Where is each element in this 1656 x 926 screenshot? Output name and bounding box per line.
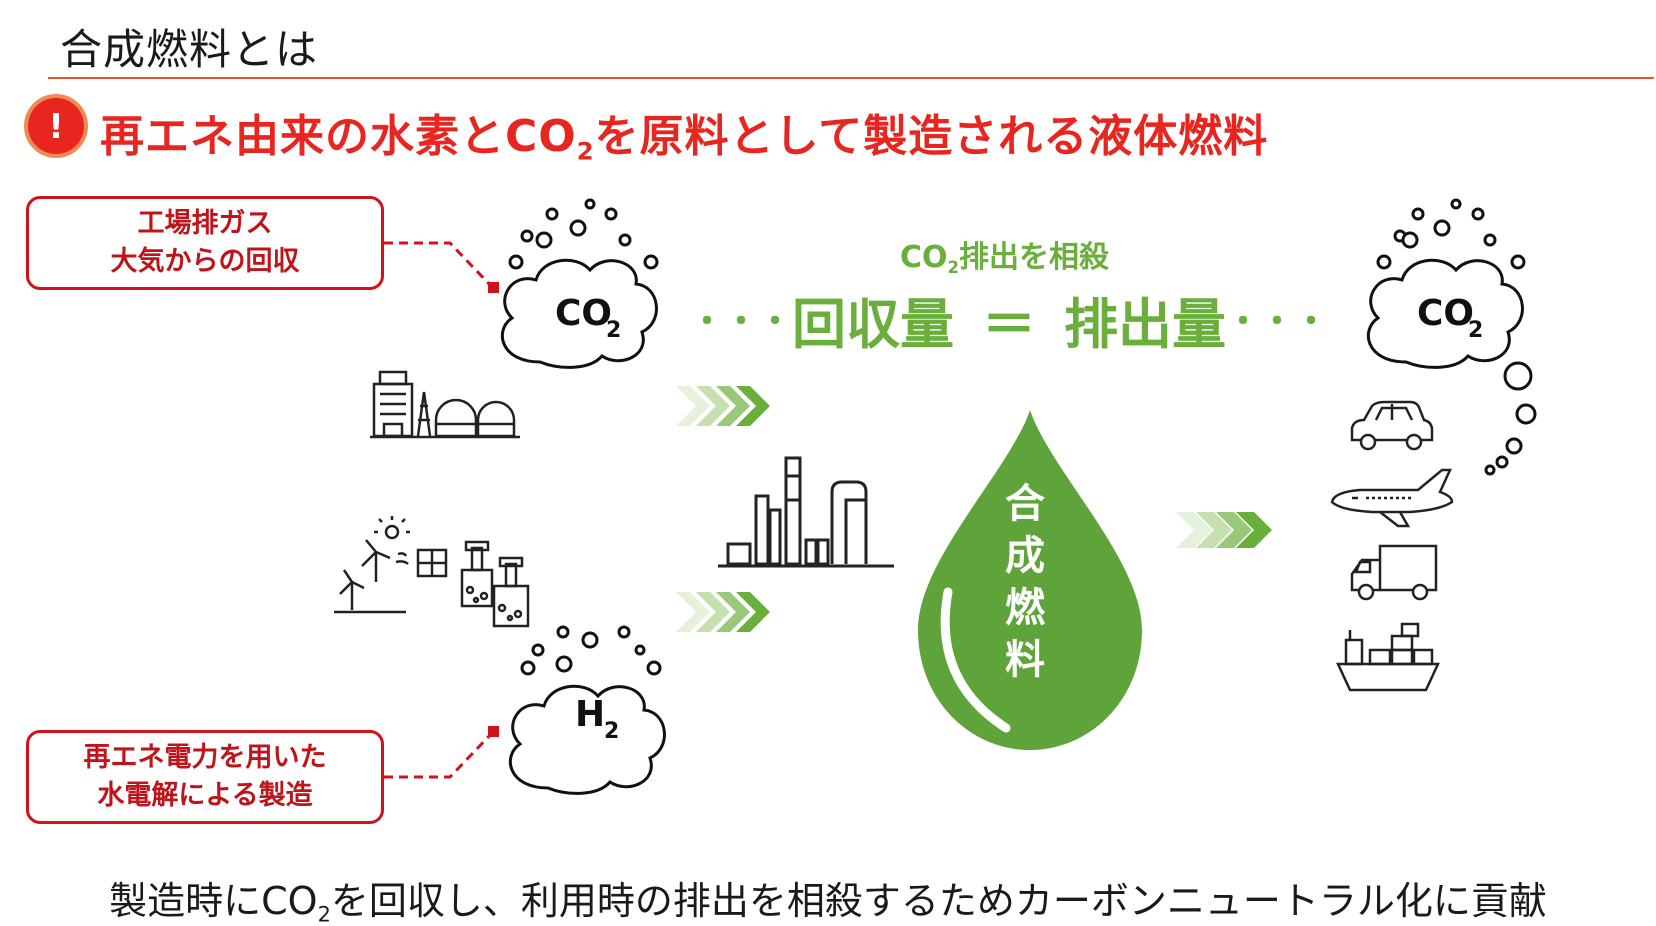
- co2-cloud-left-label: CO: [555, 293, 612, 334]
- ship-icon: [1336, 622, 1440, 692]
- h2-source-box: 再エネ電力を用いた 水電解による製造: [26, 730, 384, 824]
- balance-dots-left: ・・・: [690, 302, 792, 342]
- headline-subscript: 2: [576, 137, 595, 166]
- drop-char-1: 合: [1005, 481, 1045, 527]
- chevron-arrows-upper-icon: [676, 386, 770, 426]
- factory-icon: [370, 370, 520, 439]
- co2-source-box: 工場排ガス 大気からの回収: [26, 196, 384, 290]
- footer-part-1: 製造時にCO: [109, 879, 318, 923]
- co2-cloud-right-sub: 2: [1468, 318, 1483, 343]
- offset-label-co: CO: [900, 240, 948, 275]
- co2-source-line-1: 工場排ガス: [137, 208, 273, 239]
- drop-char-2: 成: [1005, 533, 1045, 579]
- balance-equation: ・・・回収量＝排出量・・・: [690, 280, 1328, 359]
- car-icon: [1350, 400, 1434, 451]
- h2-connector: [384, 731, 494, 779]
- footer-part-2: を回収し、利用時の排出を相殺するためカーボンニュートラル化に貢献: [330, 879, 1547, 923]
- co2-connector-end: [488, 282, 499, 293]
- footer-subscript: 2: [317, 902, 331, 926]
- recovered-amount: 回収量: [792, 293, 954, 356]
- chevron-arrows-lower-icon: [676, 592, 770, 632]
- co2-cloud-left-sub: 2: [606, 318, 621, 343]
- alert-icon-glyph: !: [48, 107, 64, 147]
- h2-cloud-sub: 2: [604, 719, 619, 744]
- alert-icon: !: [24, 94, 88, 158]
- h2-source-line-1: 再エネ電力を用いた: [83, 742, 327, 773]
- balance-dots-right: ・・・: [1226, 302, 1328, 342]
- offset-label-rest: 排出を相殺: [959, 240, 1110, 275]
- airplane-icon: [1330, 468, 1454, 528]
- truck-icon: [1350, 544, 1438, 601]
- emitted-amount: 排出量: [1064, 293, 1226, 356]
- page-title: 合成燃料とは: [60, 25, 319, 74]
- footer-caption: 製造時にCO2を回収し、利用時の排出を相殺するためカーボンニュートラル化に貢献: [0, 870, 1656, 926]
- refinery-icon: [718, 456, 894, 568]
- h2-connector-end: [488, 726, 499, 737]
- drop-char-4: 料: [1005, 637, 1045, 683]
- co2-cloud-right-label: CO: [1417, 293, 1474, 334]
- co2-connector: [384, 241, 494, 289]
- co2-cloud-left: [501, 198, 659, 369]
- co2-source-line-2: 大気からの回収: [110, 246, 300, 277]
- headline-part-1: 再エネ由来の水素とCO: [100, 111, 577, 162]
- headline: 再エネ由来の水素とCO2を原料として製造される液体燃料: [100, 100, 1268, 165]
- title-divider: [48, 77, 1654, 79]
- drop-char-3: 燃: [1005, 585, 1045, 631]
- renewable-energy-icon: [334, 516, 448, 614]
- h2-cloud: [509, 625, 666, 795]
- chevron-arrows-right-icon: [1176, 512, 1272, 548]
- h2-cloud-label: H: [575, 694, 605, 735]
- h2-source-line-2: 水電解による製造: [97, 780, 313, 811]
- offset-label: CO2排出を相殺: [900, 232, 1109, 277]
- offset-label-sub: 2: [947, 257, 960, 277]
- headline-part-2: を原料として製造される液体燃料: [594, 111, 1269, 162]
- fuel-drop-icon: [918, 410, 1142, 750]
- co2-cloud-right: [1367, 198, 1537, 476]
- equals-sign: ＝: [982, 293, 1036, 356]
- drop-label: 合 成 燃 料: [995, 478, 1055, 686]
- electrolyzer-icon: [460, 540, 530, 628]
- drop-highlight: [940, 587, 1011, 733]
